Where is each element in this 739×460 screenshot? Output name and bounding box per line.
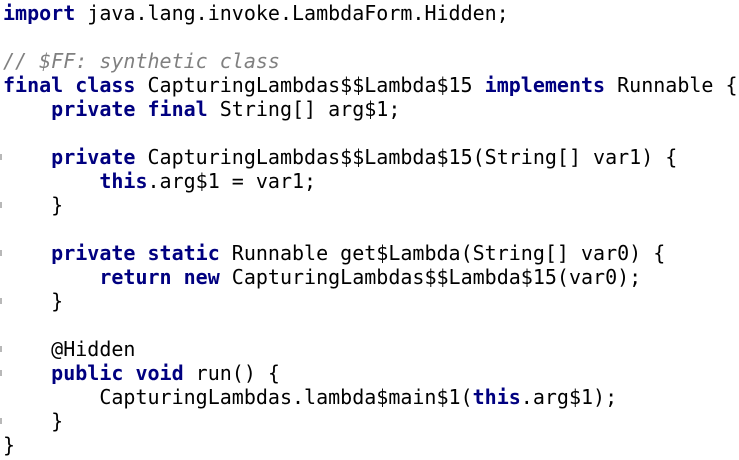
comment-token: // $FF: synthetic class xyxy=(3,49,280,73)
fold-marker xyxy=(0,346,2,352)
code-token: } xyxy=(3,433,16,457)
code-token xyxy=(3,241,51,265)
code-token: CapturingLambdas$$Lambda$15(String[] var… xyxy=(135,145,678,169)
code-token xyxy=(3,337,51,361)
code-token: .arg$1); xyxy=(520,385,618,409)
fold-marker xyxy=(0,418,2,424)
code-token xyxy=(3,145,51,169)
code-token: CapturingLambdas$$Lambda$15(var0); xyxy=(219,265,642,289)
code-line xyxy=(3,121,738,145)
keyword-token: implements xyxy=(484,73,606,97)
fold-gutter xyxy=(0,0,4,460)
code-token: CapturingLambdas$$Lambda$15 xyxy=(135,73,485,97)
code-line xyxy=(3,313,738,337)
code-token: run() { xyxy=(183,361,280,385)
code-line: } xyxy=(3,289,738,313)
code-line: return new CapturingLambdas$$Lambda$15(v… xyxy=(3,265,738,289)
code-line: } xyxy=(3,193,738,217)
code-line: CapturingLambdas.lambda$main$1(this.arg$… xyxy=(3,385,738,409)
code-line: public void run() { xyxy=(3,361,738,385)
keyword-token: final class xyxy=(3,73,136,97)
code-line: } xyxy=(3,433,738,457)
code-line xyxy=(3,217,738,241)
code-line: } xyxy=(3,409,738,433)
code-line: private static Runnable get$Lambda(Strin… xyxy=(3,241,738,265)
code-token: java.lang.invoke.LambdaForm.Hidden; xyxy=(75,1,509,25)
code-token: } xyxy=(3,193,64,217)
code-line: private final String[] arg$1; xyxy=(3,97,738,121)
fold-marker xyxy=(0,250,2,256)
code-line: // $FF: synthetic class xyxy=(3,49,738,73)
code-token: Runnable get$Lambda(String[] var0) { xyxy=(219,241,666,265)
code-token xyxy=(3,97,51,121)
fold-marker xyxy=(0,298,2,304)
code-line: final class CapturingLambdas$$Lambda$15 … xyxy=(3,73,738,97)
fold-marker xyxy=(0,154,2,160)
code-token xyxy=(3,265,99,289)
code-line: @Hidden xyxy=(3,337,738,361)
code-token: CapturingLambdas.lambda$main$1( xyxy=(3,385,473,409)
code-token: .arg$1 = var1; xyxy=(147,169,317,193)
keyword-token: this xyxy=(99,169,148,193)
keyword-token: private final xyxy=(51,97,208,121)
code-token: } xyxy=(3,409,64,433)
code-token: } xyxy=(3,289,64,313)
code-token xyxy=(3,169,99,193)
keyword-token: private xyxy=(51,145,136,169)
fold-marker xyxy=(0,202,2,208)
code-token: String[] arg$1; xyxy=(207,97,401,121)
keyword-token: this xyxy=(472,385,521,409)
java-source-code[interactable]: import java.lang.invoke.LambdaForm.Hidde… xyxy=(3,1,738,457)
code-token xyxy=(3,361,51,385)
keyword-token: private static xyxy=(51,241,220,265)
code-line: private CapturingLambdas$$Lambda$15(Stri… xyxy=(3,145,738,169)
annotation-token: @Hidden xyxy=(51,337,136,361)
code-line: import java.lang.invoke.LambdaForm.Hidde… xyxy=(3,1,738,25)
code-line xyxy=(3,25,738,49)
keyword-token: import xyxy=(3,1,76,25)
keyword-token: return new xyxy=(99,265,220,289)
keyword-token: public void xyxy=(51,361,184,385)
code-line: this.arg$1 = var1; xyxy=(3,169,738,193)
code-token: Runnable { xyxy=(605,73,738,97)
fold-marker xyxy=(0,370,2,376)
